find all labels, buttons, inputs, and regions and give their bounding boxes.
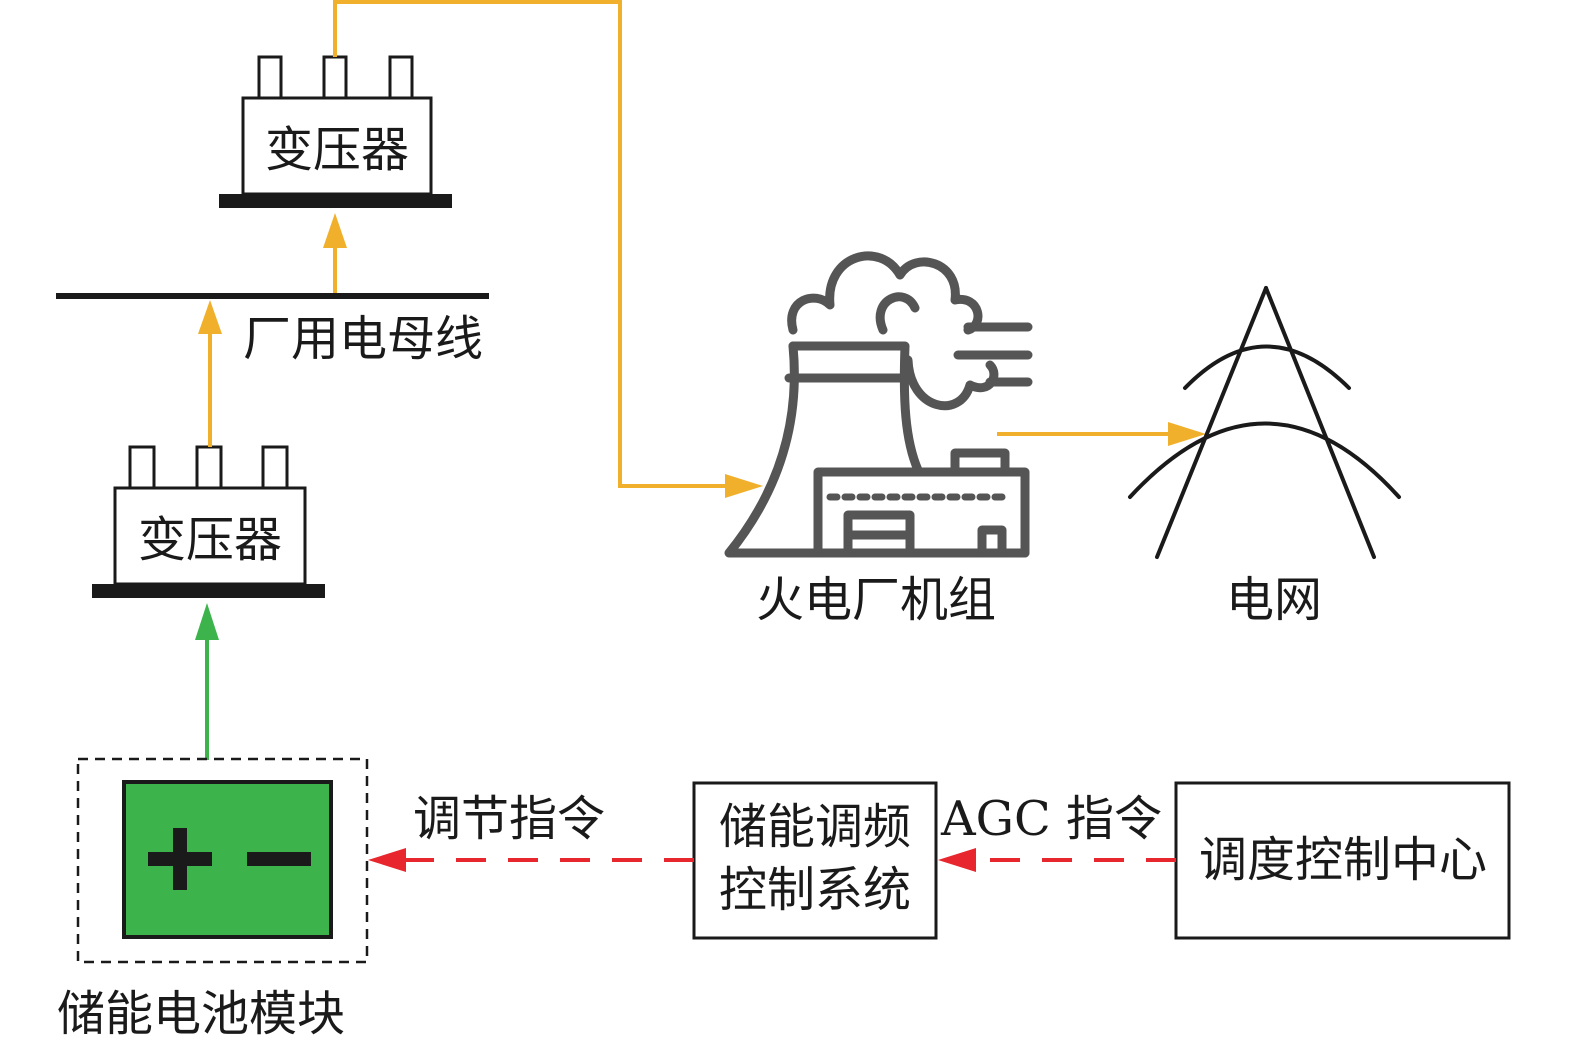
power-flow-arrows	[198, 0, 1206, 498]
battery-flow-arrow	[195, 603, 219, 760]
power-plant-icon	[724, 251, 1033, 558]
power-plant-label: 火电厂机组	[756, 572, 996, 628]
control-system-line1: 储能调频	[719, 799, 911, 855]
minus-icon	[247, 852, 311, 866]
command-arrows	[368, 848, 1176, 872]
transformer-bottom-label: 变压器	[138, 512, 282, 568]
busbar-label: 厂用电母线	[243, 311, 483, 367]
battery-module-border	[76, 757, 369, 964]
control-system-line2: 控制系统	[719, 862, 911, 918]
adjust-command-label: 调节指令	[413, 791, 605, 847]
transformer-top: 变压器	[219, 55, 452, 208]
transformer-bottom: 变压器	[92, 445, 325, 598]
battery-module-label: 储能电池模块	[57, 986, 345, 1042]
grid-label: 电网	[1226, 572, 1322, 628]
transmission-tower-icon	[1128, 286, 1401, 559]
battery-module	[76, 757, 369, 964]
transformer-top-label: 变压器	[265, 122, 409, 178]
agc-command-label: AGC 指令	[940, 791, 1162, 847]
dispatch-center-label: 调度控制中心	[1199, 832, 1487, 888]
